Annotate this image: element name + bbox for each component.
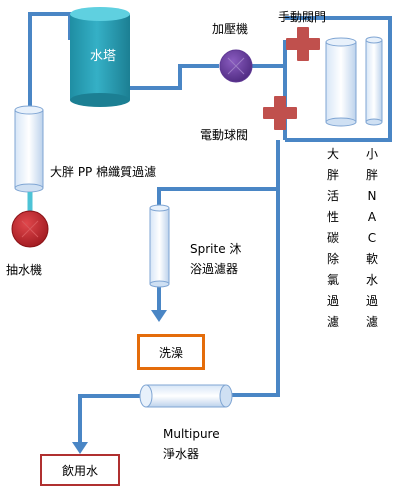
suction-pump-label: 抽水機 [6,263,43,277]
pipe-main-down [232,140,280,397]
bath-label: 洗澡 [158,345,183,360]
softener-char: C [367,231,377,245]
water-tower-label: 水塔 [90,49,117,64]
carbon-char: 過 [326,294,339,308]
softener-char: A [367,210,377,224]
softener-char: 軟 [365,252,378,266]
pressure-pump [219,49,253,83]
electric-valve-label: 電動球閥 [200,128,249,142]
pressure-pump-label: 加壓機 [212,22,249,36]
manual-valve-icon [286,27,320,61]
softener-char: 小 [365,147,378,161]
carbon-char: 活 [326,189,339,203]
multipure-filter-tube [139,384,233,408]
drinking-water-label: 飲用水 [61,463,98,478]
sprite-filter-label-line2: 浴過濾器 [190,262,239,276]
softener-char: 胖 [365,168,378,182]
pp-filter-tube [14,105,44,193]
carbon-char: 氯 [326,273,339,287]
sprite-filter-label-line1: Sprite 沐 [190,242,242,256]
carbon-char: 濾 [326,315,339,329]
water-tower [70,7,130,107]
carbon-char: 大 [326,147,339,161]
electric-valve-icon [263,96,297,130]
softener-char: 濾 [365,315,378,329]
drinking-water-box: 飲用水 [40,454,120,486]
softener-char: 過 [365,294,378,308]
carbon-filter-tube [325,37,357,127]
softener-filter-label: 小 胖 N A C 軟 水 過 濾 [364,144,380,333]
manual-valve-label: 手動閥門 [278,10,327,24]
pipe-tank-to-pump [120,64,219,90]
pipe-filter-to-tank [28,12,72,109]
pipe-top-manifold [285,16,392,142]
pipe-pump-to-valve [252,40,287,68]
carbon-filter-label: 大 胖 活 性 碳 除 氯 過 濾 [325,144,341,333]
carbon-char: 除 [326,252,339,266]
multipure-label-line1: Multipure [163,427,220,441]
arrow-to-drinking [72,442,88,454]
sprite-filter-tube [149,204,170,288]
softener-char: N [367,189,377,203]
pipe-to-sprite [157,187,278,208]
softener-filter-tube [365,36,383,126]
pipe-multipure-to-drink [78,394,140,444]
arrow-to-bath [151,310,167,322]
pp-filter-label: 大胖 PP 棉纖質過濾 [50,165,157,179]
bath-box: 洗澡 [137,334,205,370]
carbon-char: 胖 [326,168,339,182]
multipure-label-line2: 淨水器 [163,447,200,461]
softener-char: 水 [365,273,378,287]
carbon-char: 性 [326,210,339,224]
carbon-char: 碳 [326,231,339,245]
suction-pump [11,210,49,248]
